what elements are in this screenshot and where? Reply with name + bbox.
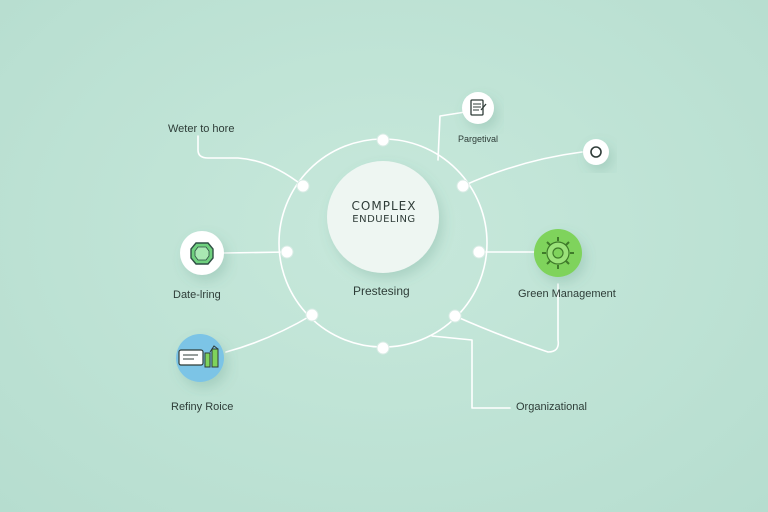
label-perpetual: Pargetival [458,134,499,144]
connector-water [197,135,304,187]
label-refiny: Refiny Roice [171,401,234,413]
orbit-dot-right [472,245,486,259]
refiny-node[interactable] [176,334,224,382]
card-plant-icon [178,345,219,368]
connector-ring [462,151,583,187]
perpetual-node[interactable] [462,92,494,124]
center-title-line2: ENDUELING [352,213,416,225]
label-organizational: Organizational [516,401,587,413]
orbit-dot-bottom-right [448,309,462,323]
document-icon [470,99,487,116]
gear-icon [542,237,574,269]
below-center-label: Prestesing [353,284,410,298]
label-green: Green Management [518,288,616,300]
center-title: COMPLEX ENDUELING [328,199,440,225]
connector-date [223,251,288,254]
connector-refiny [225,314,313,353]
ring-node[interactable] [583,139,609,165]
center-disc [327,161,439,273]
green-node[interactable] [534,229,582,277]
orbit-dot-top [376,133,390,147]
center-title-line1: COMPLEX [351,199,417,213]
octagon-icon [190,242,214,265]
ring-icon [590,146,602,158]
connector-organizational [431,335,511,409]
orbit-dot-bottom [376,341,390,355]
orbit-dots [280,133,486,355]
label-water: Weter to hore [168,123,235,135]
orbit-dot-top-left [296,179,310,193]
orbit-dot-top-right [456,179,470,193]
orbit-dot-left [280,245,294,259]
orbit-dot-bottom-left [305,308,319,322]
connector-green-lower [454,283,560,353]
date-node[interactable] [180,231,224,275]
label-date: Date-lring [173,289,221,301]
